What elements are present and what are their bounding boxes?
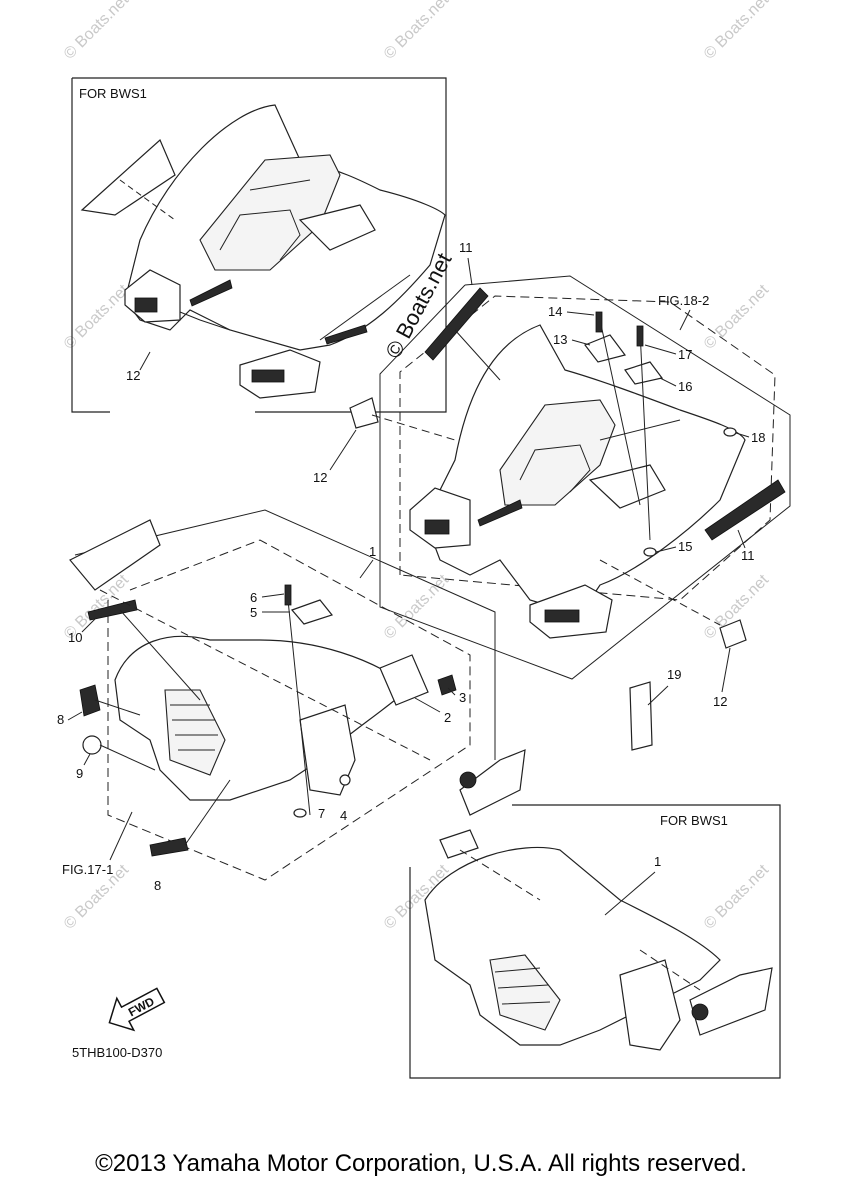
- callout-16: 16: [678, 379, 692, 394]
- callout-13: 13: [553, 332, 567, 347]
- front-mudguard-right: [459, 749, 526, 816]
- watermark-tile: © Boats.net: [61, 0, 133, 63]
- rear-fender-mudflap-left: [409, 487, 471, 549]
- inset-top-title: FOR BWS1: [79, 86, 147, 101]
- callout-19: 19: [667, 667, 681, 682]
- front-side-panel: [69, 519, 161, 591]
- callout-5: 5: [250, 605, 257, 620]
- label-13: [584, 334, 627, 363]
- inset-top-bws1: FOR BWS1 12: [71, 77, 447, 413]
- copyright-notice: ©2013 Yamaha Motor Corporation, U.S.A. A…: [95, 1150, 747, 1177]
- bolt-3: [437, 674, 457, 696]
- callout-8-lower: 8: [154, 878, 161, 893]
- diagram-code: 5THB100-D370: [72, 1045, 162, 1060]
- callouts: 1 2 3 4 5 6 7 8 8 9 10 11 11 12 12 13 14…: [57, 240, 765, 893]
- callout-14: 14: [548, 304, 562, 319]
- emblem-12-right: [719, 619, 747, 649]
- fwd-arrow-icon: FWD: [108, 987, 166, 1032]
- bracket-2: [379, 654, 429, 706]
- fig-ref-front: FIG.17-1: [62, 862, 113, 877]
- fig-ref-rear: FIG.18-2: [658, 293, 709, 308]
- callout-1: 1: [369, 544, 376, 559]
- callout-11-upper: 11: [459, 240, 473, 255]
- watermark-tile: © Boats.net: [701, 861, 773, 933]
- callout-15: 15: [678, 539, 692, 554]
- decal-11-right: [704, 479, 786, 541]
- inset-bottom-label-1: 1: [654, 854, 661, 869]
- inset-top-decal: [189, 279, 233, 307]
- front-fender-bws1-mudguard: [689, 967, 773, 1036]
- callout-12-left: 12: [313, 470, 327, 485]
- front-fender-bws1-flap: [619, 959, 681, 1051]
- fig-ref-rear-leader: [679, 309, 691, 331]
- watermark-tile: © Boats.net: [381, 571, 453, 643]
- front-fender-vent: [164, 689, 226, 776]
- callout-12-right: 12: [713, 694, 727, 709]
- callout-18: 18: [751, 430, 765, 445]
- front-fender-bws1-vent: [489, 954, 561, 1031]
- decal-8-lower: [149, 837, 189, 857]
- rear-fender-group: [349, 275, 791, 751]
- inset-bottom-bws1: FOR BWS1 1: [409, 804, 781, 1079]
- front-fender-group: [69, 509, 526, 881]
- fig-ref-front-leader: [109, 811, 133, 861]
- watermark-tile: © Boats.net: [701, 281, 773, 353]
- callout-8-upper: 8: [57, 712, 64, 727]
- decal-10: [87, 599, 138, 621]
- front-fender: [114, 635, 401, 801]
- watermark-tile: © Boats.net: [381, 0, 453, 63]
- callout-7: 7: [318, 806, 325, 821]
- inset-top-side-panel: [80, 138, 176, 216]
- watermark-tile: © Boats.net: [701, 0, 773, 63]
- callout-2: 2: [444, 710, 451, 725]
- callout-9: 9: [76, 766, 83, 781]
- inset-bottom-title: FOR BWS1: [660, 813, 728, 828]
- tag-19: [629, 681, 653, 751]
- callout-4: 4: [340, 808, 347, 823]
- callout-10: 10: [68, 630, 82, 645]
- callout-6: 6: [250, 590, 257, 605]
- callout-11-right: 11: [741, 548, 755, 563]
- decal-11-upper: [424, 287, 489, 361]
- callout-17: 17: [678, 347, 692, 362]
- reflector-9: [82, 735, 102, 755]
- decal-8-upper: [79, 684, 101, 717]
- callout-3: 3: [459, 690, 466, 705]
- emblem-12-left: [349, 397, 379, 429]
- label-16: [624, 361, 664, 385]
- inset-top-label-12: 12: [126, 368, 140, 383]
- label-5: [290, 599, 334, 625]
